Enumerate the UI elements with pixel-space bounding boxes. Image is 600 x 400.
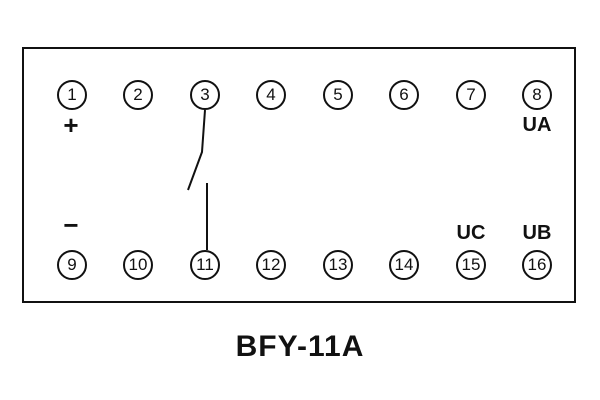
terminal-8: 8 [522,80,552,110]
terminal-2: 2 [123,80,153,110]
terminal-10: 10 [123,250,153,280]
terminal-6: 6 [389,80,419,110]
minus-label: − [63,210,79,240]
terminal-16: 16 [522,250,552,280]
terminal-1: 1 [57,80,87,110]
terminal-3: 3 [190,80,220,110]
uc-label: UC [456,222,486,244]
terminal-7: 7 [456,80,486,110]
model-title: BFY-11A [235,330,365,363]
plus-label: + [63,110,79,140]
ua-label: UA [522,114,552,136]
device-outline [22,47,576,303]
terminal-11: 11 [190,250,220,280]
terminal-15: 15 [456,250,486,280]
terminal-12: 12 [256,250,286,280]
terminal-14: 14 [389,250,419,280]
ub-label: UB [522,222,552,244]
terminal-9: 9 [57,250,87,280]
terminal-13: 13 [323,250,353,280]
terminal-4: 4 [256,80,286,110]
terminal-5: 5 [323,80,353,110]
